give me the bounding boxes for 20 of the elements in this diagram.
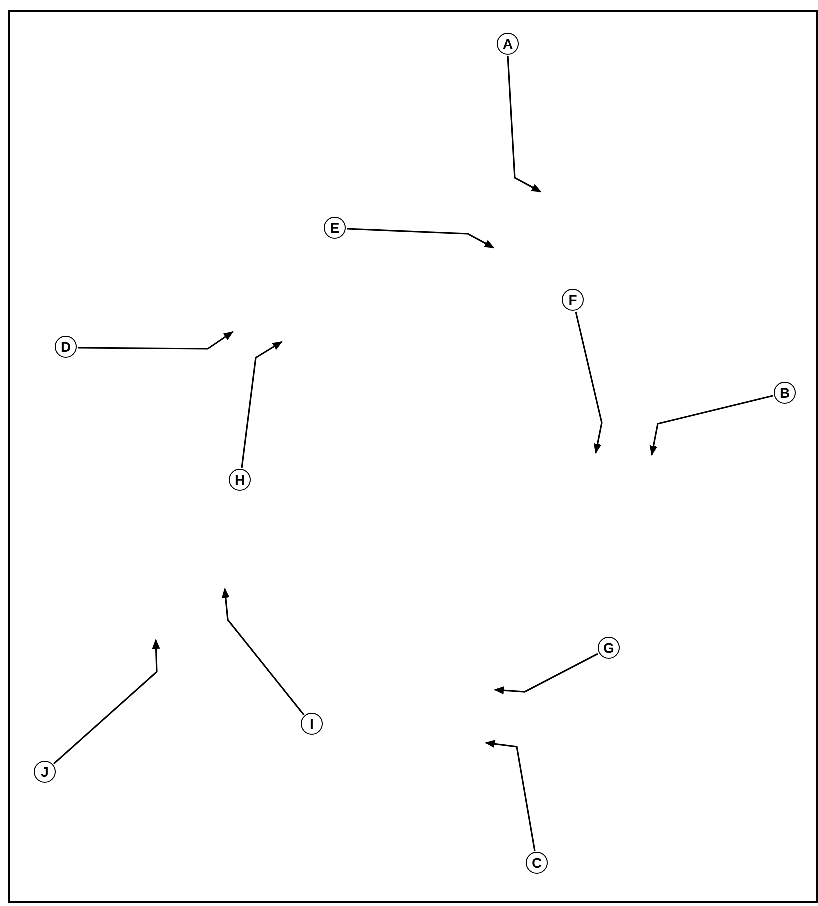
callout-letter: G (598, 637, 620, 659)
callout-letter: A (497, 33, 519, 55)
leader-line (575, 312, 603, 454)
callout-letter: D (55, 336, 77, 358)
leader-line (346, 228, 495, 249)
leader-line (78, 331, 234, 350)
callout-letter: J (34, 761, 56, 783)
callout-letter: F (562, 289, 584, 311)
callout-letter: I (301, 713, 323, 735)
leader-line (507, 56, 542, 193)
callout-letter: C (526, 852, 548, 874)
callout-letter: E (324, 217, 346, 239)
leader-line (650, 395, 774, 456)
leader-line (494, 653, 598, 695)
callout-letter: B (774, 382, 796, 404)
leader-line (222, 588, 305, 716)
callout-letter: H (229, 469, 251, 491)
leader-line (53, 639, 160, 765)
leader-line (241, 341, 283, 468)
leader-line (485, 740, 536, 852)
